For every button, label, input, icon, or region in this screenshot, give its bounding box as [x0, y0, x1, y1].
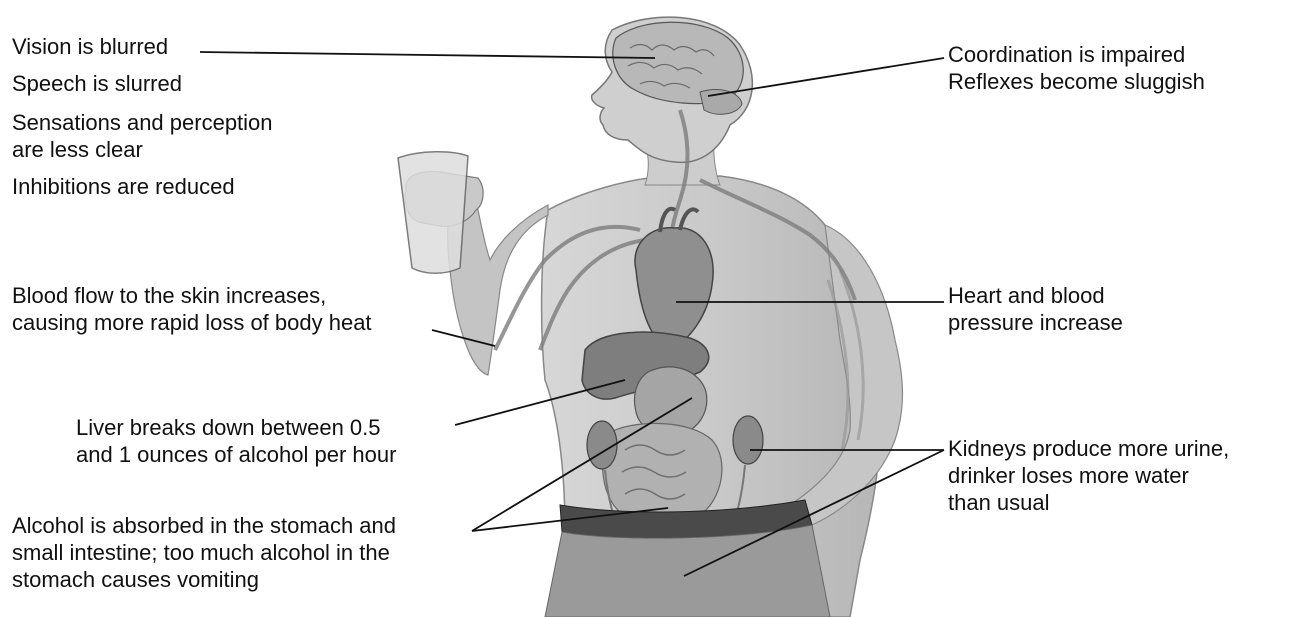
label-coordination: Coordination is impaired Reflexes become… [948, 41, 1205, 95]
label-speech: Speech is slurred [12, 70, 182, 97]
pants [545, 525, 830, 617]
glass [398, 152, 468, 274]
label-inhibitions: Inhibitions are reduced [12, 173, 235, 200]
human-figure [398, 17, 903, 617]
label-absorbed: Alcohol is absorbed in the stomach and s… [12, 512, 396, 593]
label-heart: Heart and blood pressure increase [948, 282, 1123, 336]
label-sensations: Sensations and perception are less clear [12, 109, 273, 163]
label-kidneys: Kidneys produce more urine, drinker lose… [948, 435, 1229, 516]
label-vision: Vision is blurred [12, 33, 168, 60]
kidney-left [587, 421, 617, 469]
kidney-right [733, 416, 763, 464]
leader-vision [200, 52, 655, 58]
label-blood-flow: Blood flow to the skin increases, causin… [12, 282, 372, 336]
small-intestine [603, 423, 722, 525]
label-liver: Liver breaks down between 0.5 and 1 ounc… [76, 414, 396, 468]
